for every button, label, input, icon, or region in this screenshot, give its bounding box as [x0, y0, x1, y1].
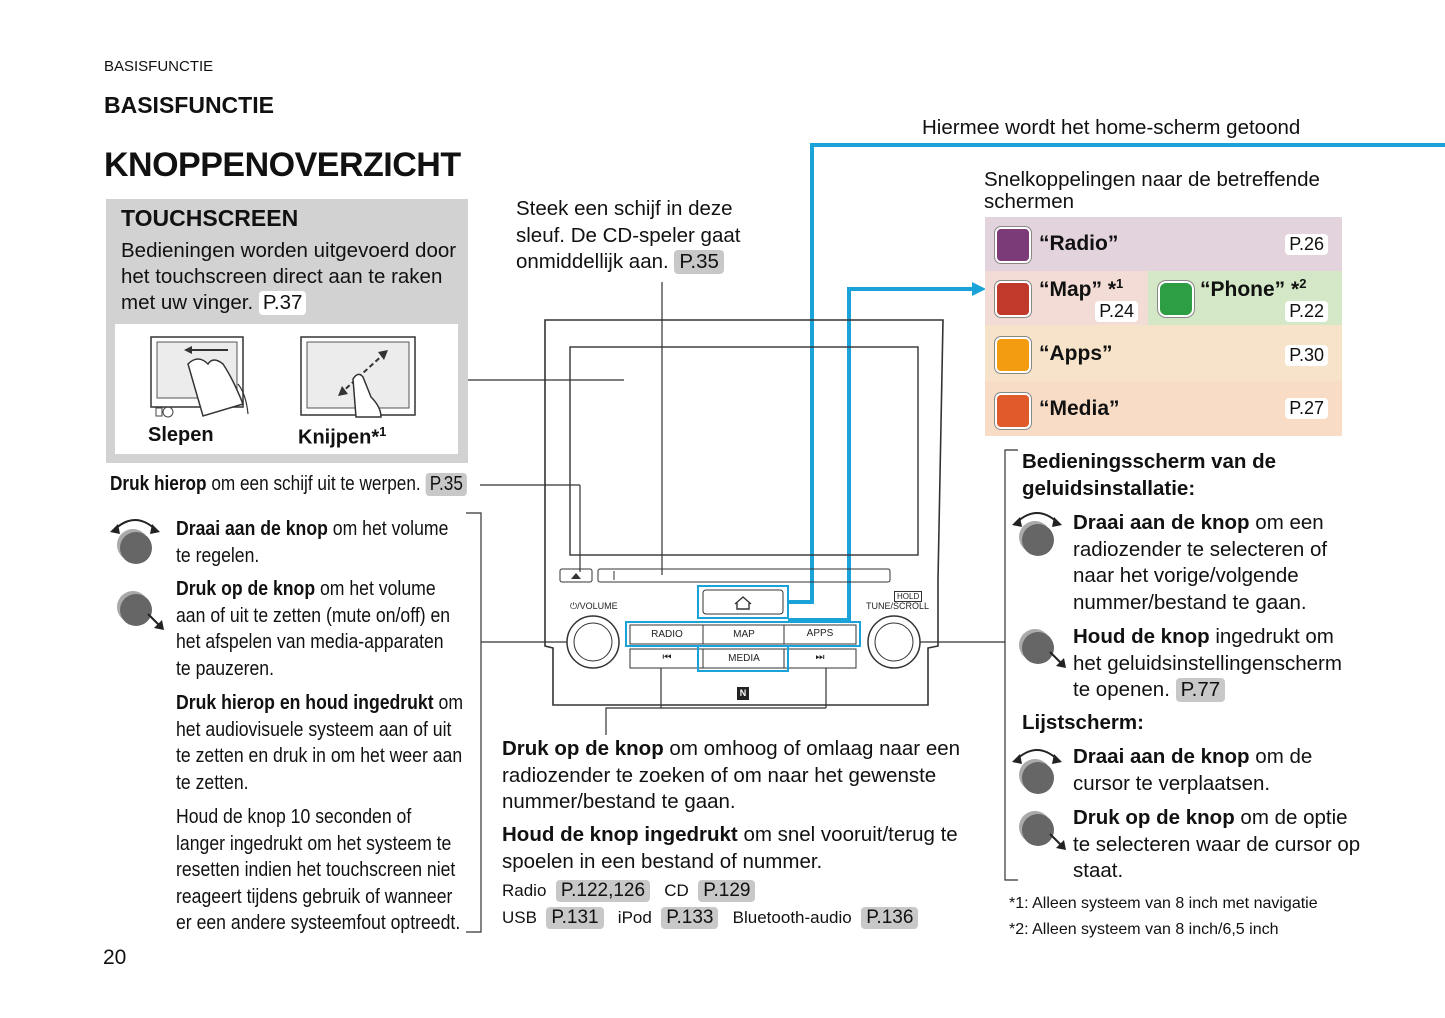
list-screen-heading: Lijstscherm:: [1022, 711, 1144, 734]
eject-description: Druk hierop om een schijf uit te werpen.…: [110, 473, 468, 496]
radio-icon: [995, 227, 1031, 263]
volume-hold-text: Druk hierop en houd ingedrukt om het aud…: [176, 691, 464, 794]
tune-knob-hold-icon: [1022, 632, 1054, 664]
volume-knob-turn-icon: [120, 532, 152, 564]
shortcut-media[interactable]: “Media” P.27: [985, 381, 1342, 436]
volume-knob-label: ⏻/VOLUME: [570, 601, 618, 611]
tune-hold-label: HOLD: [894, 591, 923, 602]
tune-turn-text: Draai aan de knop om een radiozender te …: [1073, 511, 1328, 614]
rotate-arrow-icon: [1012, 749, 1062, 764]
disc-slot-description: Steek een schijf in deze sleuf. De CD-sp…: [516, 197, 741, 274]
press-arrow-icon: [1049, 651, 1066, 668]
map-button[interactable]: MAP: [733, 629, 755, 640]
volume-turn-text: Draai aan de knop om het volume te regel…: [176, 517, 449, 567]
shortcut-radio[interactable]: “Radio” P.26: [985, 217, 1342, 271]
volume-reset-text: Houd de knop 10 seconden of langer inged…: [176, 805, 461, 934]
phone-icon: [1158, 281, 1194, 317]
rotate-arrow-icon: [110, 519, 160, 534]
footnote-2: *2: Alleen systeem van 8 inch/6,5 inch: [1009, 921, 1279, 938]
seek-hold-text: Houd de knop ingedrukt om snel vooruit/t…: [502, 823, 958, 873]
map-icon: [995, 281, 1031, 317]
volume-knob-press-icon: [120, 594, 152, 626]
apps-icon: [995, 337, 1031, 373]
list-knob-turn-icon: [1022, 762, 1054, 794]
footnote-1: *1: Alleen systeem van 8 inch met naviga…: [1009, 895, 1318, 912]
rotate-arrow-icon: [1012, 512, 1062, 527]
radio-button[interactable]: RADIO: [651, 629, 683, 640]
shortcut-map[interactable]: “Map” *1 P.24: [985, 271, 1148, 325]
tune-knob-label: TUNE/SCROLL: [866, 601, 930, 611]
page-title: KNOPPENOVERZICHT: [104, 146, 461, 184]
nfc-icon: N: [739, 688, 747, 698]
page-ref: P.35: [425, 473, 468, 496]
gesture-label-drag: Slepen: [148, 424, 214, 446]
shortcuts-intro: Snelkoppelingen naar de betreffende sche…: [984, 168, 1320, 213]
page-ref: P.77: [1175, 678, 1226, 702]
pinch-gesture-illustration: [300, 336, 416, 418]
drag-gesture-illustration: [150, 336, 249, 418]
press-arrow-icon: [147, 613, 164, 630]
media-icon: [995, 393, 1031, 429]
apps-button[interactable]: APPS: [806, 628, 834, 639]
page-ref: P.37: [258, 291, 307, 315]
press-arrow-icon: [1049, 833, 1066, 850]
page-number: 20: [103, 946, 127, 969]
seek-press-text: Druk op de knop om omhoog of omlaag naar…: [502, 737, 961, 813]
tune-knob-turn-icon: [1022, 524, 1054, 556]
shortcut-phone[interactable]: “Phone” *2 P.22: [1148, 271, 1342, 325]
seek-prev-button[interactable]: ⏮: [662, 652, 672, 663]
media-source-refs-row1: Radio P.122,126 CD P.129: [502, 880, 756, 902]
running-header: BASISFUNCTIE: [104, 58, 214, 75]
touchscreen-title: TOUCHSCREEN: [121, 205, 299, 231]
list-knob-press-icon: [1022, 814, 1054, 846]
page-ref: P.35: [674, 250, 724, 274]
list-press-text: Druk op de knop om de optie te selectere…: [1073, 806, 1361, 882]
gesture-label-pinch: Knijpen*1: [298, 424, 387, 449]
touchscreen-description: Bedieningen worden uitgevoerd door het t…: [121, 239, 457, 315]
home-button-note: Hiermee wordt het home-scherm getoond: [922, 116, 1301, 139]
volume-press-text: Druk op de knop om het volume aan of uit…: [176, 577, 451, 680]
audio-screen-heading: Bedieningsscherm van de geluidsinstallat…: [1022, 450, 1277, 500]
tune-hold-text: Houd de knop ingedrukt om het geluidsins…: [1073, 625, 1342, 702]
media-button[interactable]: MEDIA: [728, 653, 760, 664]
media-source-refs-row2: USB P.131 iPod P.133 Bluetooth-audio P.1…: [502, 907, 919, 929]
seek-next-button[interactable]: ⏭: [815, 652, 825, 663]
shortcut-apps[interactable]: “Apps” P.30: [985, 325, 1342, 381]
section-heading: BASISFUNCTIE: [104, 92, 274, 118]
list-turn-text: Draai aan de knop om de cursor te verpla…: [1073, 745, 1313, 795]
